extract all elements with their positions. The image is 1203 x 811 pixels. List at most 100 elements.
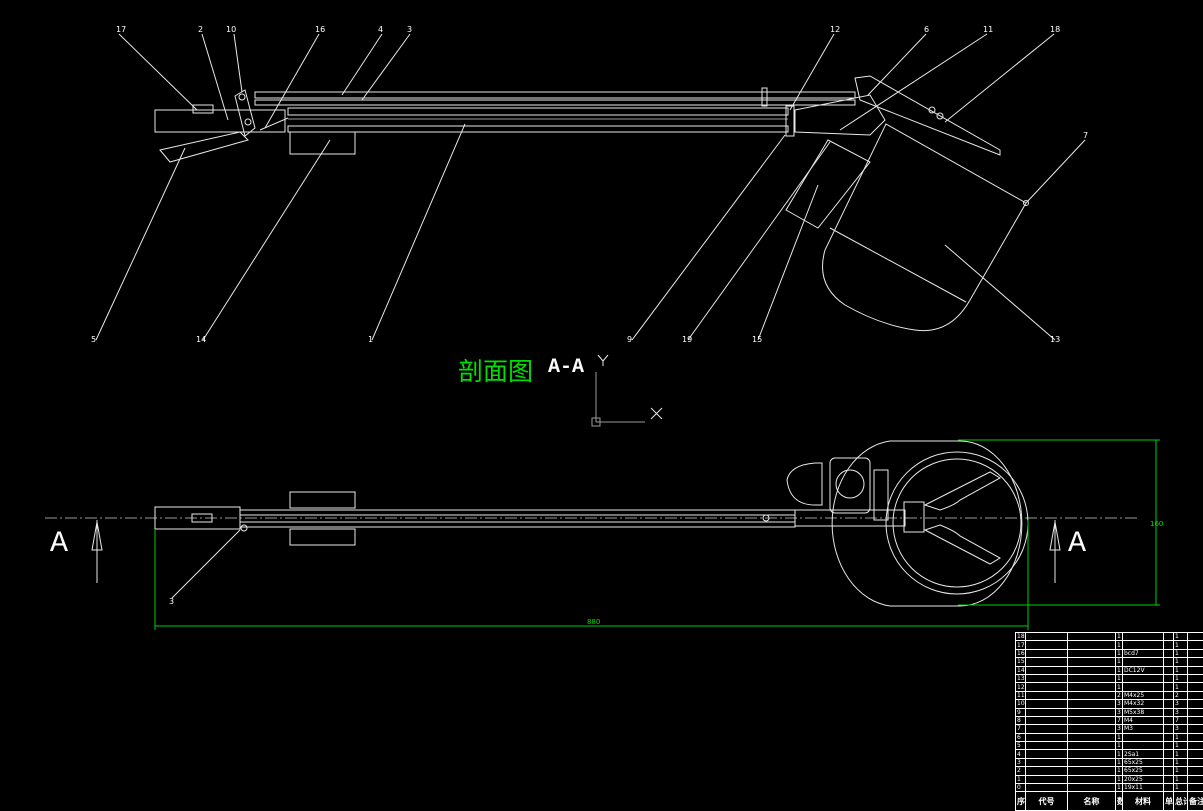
parts-cell: 1 [1174,683,1188,691]
parts-cell: 1 [1116,649,1123,657]
parts-cell [1026,691,1068,699]
callout-16: 16 [315,25,325,34]
parts-cell [1164,674,1174,682]
parts-cell [1188,750,1203,758]
parts-cell [1068,658,1116,666]
parts-cell [1068,775,1116,783]
parts-cell: 8 [1016,716,1026,724]
parts-cell: 2 [1174,691,1188,699]
section-title: 剖面图 [458,352,533,388]
parts-cell [1068,733,1116,741]
parts-cell [1026,767,1068,775]
parts-cell: 15 [1016,658,1026,666]
parts-cell [1188,700,1203,708]
parts-cell [1164,649,1174,657]
parts-cell: 7 [1174,716,1188,724]
parts-cell [1123,633,1164,641]
parts-cell: M5x38 [1123,708,1164,716]
parts-cell: 3 [1016,758,1026,766]
parts-cell [1068,633,1116,641]
elevation-view [155,76,1029,331]
parts-cell: 1 [1174,649,1188,657]
parts-cell [1188,691,1203,699]
parts-cell: M4x32 [1123,700,1164,708]
parts-header-row: 序号代号名称数量材料单件总计备注 [1016,792,1203,811]
parts-cell: 3 [1116,700,1123,708]
parts-cell [1123,658,1164,666]
parts-cell: 3 [1174,700,1188,708]
parts-cell [1164,708,1174,716]
callout-18: 18 [1050,25,1060,34]
parts-header-cell: 名称 [1068,792,1116,811]
parts-cell: 1 [1116,633,1123,641]
parts-cell [1164,633,1174,641]
parts-cell [1026,674,1068,682]
parts-cell [1188,666,1203,674]
parts-cell: 1 [1116,658,1123,666]
callout-11: 11 [983,25,993,34]
callout-6: 6 [924,25,929,34]
parts-cell [1164,700,1174,708]
parts-cell: 13 [1016,674,1026,682]
callout-12: 12 [830,25,840,34]
ucs-icon [592,355,662,426]
parts-cell: 14 [1016,666,1026,674]
parts-cell [1188,775,1203,783]
parts-cell [1068,742,1116,750]
parts-cell: 1 [1016,775,1026,783]
parts-cell [1123,674,1164,682]
parts-cell: 1 [1174,658,1188,666]
parts-cell: 16 [1016,649,1026,657]
parts-cell: 5 [1016,742,1026,750]
parts-cell [1026,708,1068,716]
parts-cell [1026,666,1068,674]
parts-cell [1188,683,1203,691]
parts-cell [1026,658,1068,666]
parts-cell: 3 [1174,725,1188,733]
parts-cell [1123,683,1164,691]
parts-cell: 1 [1174,674,1188,682]
parts-cell: M3 [1123,725,1164,733]
plan-view [45,441,1140,606]
parts-cell: 2Sa1 [1123,750,1164,758]
parts-cell [1026,633,1068,641]
parts-cell [1026,750,1068,758]
callout-10: 10 [226,25,236,34]
parts-cell: 1 [1116,641,1123,649]
parts-cell [1068,758,1116,766]
parts-header-cell: 备注 [1188,792,1203,811]
parts-cell [1188,708,1203,716]
parts-cell: 1 [1174,733,1188,741]
parts-cell [1164,683,1174,691]
parts-cell [1026,641,1068,649]
parts-cell: 20x25 [1123,775,1164,783]
parts-cell: 3 [1174,708,1188,716]
parts-cell [1068,666,1116,674]
parts-cell [1188,784,1203,792]
parts-cell [1026,725,1068,733]
parts-cell [1068,641,1116,649]
callout-7: 7 [1083,131,1088,140]
parts-cell: 1 [1116,742,1123,750]
parts-cell [1068,750,1116,758]
parts-cell [1026,716,1068,724]
parts-cell [1164,758,1174,766]
parts-cell [1164,742,1174,750]
parts-cell [1188,758,1203,766]
parts-cell: M4x25 [1123,691,1164,699]
parts-cell: 2 [1016,767,1026,775]
parts-cell [1164,658,1174,666]
parts-cell [1164,666,1174,674]
parts-cell [1068,716,1116,724]
parts-cell [1188,674,1203,682]
parts-cell [1026,649,1068,657]
parts-cell [1068,767,1116,775]
